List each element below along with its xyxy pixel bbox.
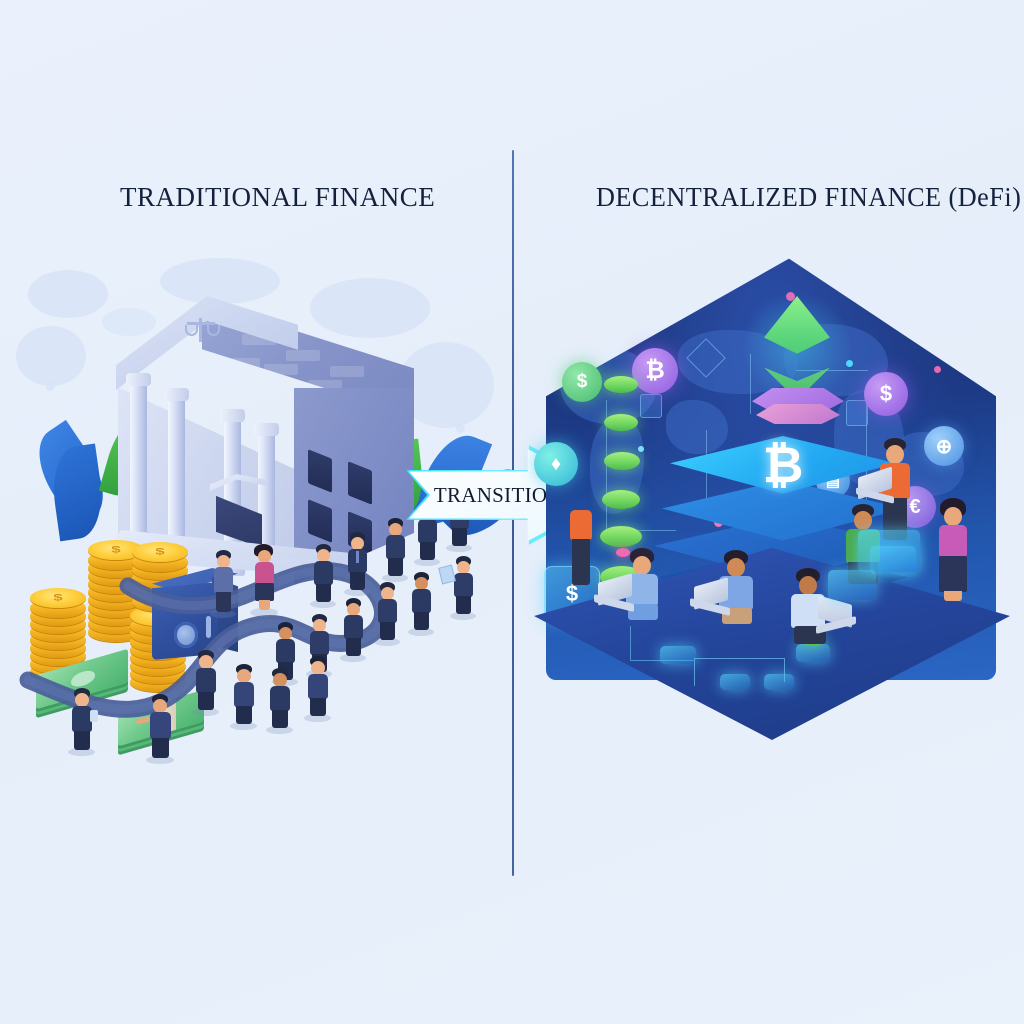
hologram-panel — [828, 570, 876, 600]
safe-dial-icon — [174, 622, 198, 648]
bitcoin-badge-icon: ₿ — [632, 348, 678, 394]
token-disc — [600, 526, 642, 547]
token-disc — [602, 490, 640, 509]
token-pedestal — [756, 404, 840, 424]
background-dot — [46, 382, 55, 391]
defi-illustration: ₿ $ $ ♦ ⊕ € ▤ $ ₿ — [528, 248, 1014, 758]
dollar-badge-icon: $ — [864, 372, 908, 416]
platform-node — [796, 644, 830, 662]
pink-node-dot — [616, 548, 630, 557]
scales-emblem — [184, 318, 220, 344]
background-blob — [16, 326, 86, 386]
token-disc — [604, 452, 640, 470]
dollar-badge-icon: $ — [562, 362, 602, 402]
page-title-traditional-finance: TRADITIONAL FINANCE — [120, 182, 436, 212]
hologram-panel — [858, 530, 920, 572]
background-blob — [102, 308, 156, 336]
background-blob — [160, 258, 280, 304]
token-disc — [604, 376, 638, 393]
traditional-finance-illustration — [10, 250, 533, 770]
platform-node — [720, 674, 750, 690]
hologram-square — [640, 394, 662, 418]
platform-node — [764, 674, 794, 690]
ethereum-badge-icon: ♦ — [534, 442, 578, 486]
globe-badge-icon: ⊕ — [924, 426, 964, 466]
safe-handle — [206, 616, 211, 638]
platform-node — [660, 646, 696, 664]
background-dot — [456, 424, 465, 433]
bitcoin-icon: ₿ — [762, 437, 804, 493]
background-blob — [28, 270, 108, 318]
background-blob — [310, 278, 430, 338]
phone-icon — [90, 710, 98, 722]
background-blob — [398, 342, 494, 428]
page-title-decentralized-finance: DECENTRALIZED FINANCE (DeFi) — [596, 182, 1022, 212]
token-disc — [604, 414, 638, 431]
hologram-square — [846, 400, 868, 426]
safe-vault — [152, 568, 238, 664]
world-map-backdrop — [666, 400, 728, 454]
